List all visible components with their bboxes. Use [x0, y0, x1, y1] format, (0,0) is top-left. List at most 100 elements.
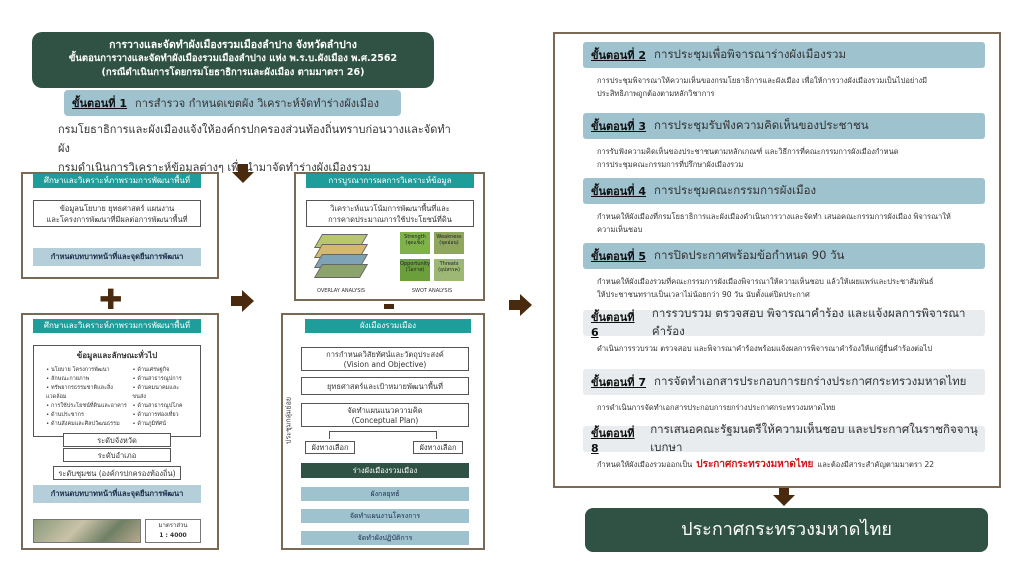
box-b-right-item: • ด้านสาธารณูปการ — [132, 376, 182, 382]
step-title: การประชุมเพื่อพิจารณาร่างผังเมืองรวม — [654, 47, 847, 61]
final-announcement-text: ประกาศกระทรวงมหาดไทย — [681, 519, 892, 540]
box-b-right-item: • ด้านภูมิทัศน์ — [132, 421, 166, 427]
step-title: การรวบรวม ตรวจสอบ พิจารณาคำร้อง และแจ้งผ… — [651, 306, 966, 338]
intro-arrow-shaft — [238, 164, 248, 172]
vertical-meeting-label: ประชุมกลุ่มย่อย — [284, 397, 293, 444]
mid-arrow-shaft — [384, 304, 394, 309]
box-b-item-columns: • นโยบาย โครงการพัฒนา• ลักษณะกายภาพ• ทรั… — [34, 362, 200, 429]
scale-box: มาตราส่วน 1 : 4000 — [145, 519, 201, 543]
step1-title: การสำรวจ กำหนดเขตผัง วิเคราะห์จัดทำร่างผ… — [135, 97, 380, 110]
box-b-left-item: • ด้านสังคมและศิลปวัฒนธรรม — [46, 421, 120, 427]
box-a-footer: กำหนดบทบาทหน้าที่และจุดยืนการพัฒนา — [33, 248, 201, 266]
step-tag-4: ขั้นตอนที่ 4 การประชุมคณะกรรมการผังเมือง — [583, 178, 985, 204]
box-b-left-item: • ด้านประชากร — [46, 412, 84, 418]
step-label: ขั้นตอนที่ 4 — [591, 185, 647, 198]
box-b-level-3: ระดับชุมชน (องค์กรปกครองท้องถิ่น) — [53, 466, 181, 480]
step-row-7: ขั้นตอนที่ 7 การจัดทำเอกสารประกอบการยกร่า… — [583, 369, 985, 414]
step-desc-line-1: กำหนดให้ผังเมืองที่กรมโยธาธิการและผังเมื… — [597, 212, 951, 221]
main-title-box: การวางและจัดทำผังเมืองรวมเมืองลำปาง จังห… — [32, 32, 434, 88]
mid-to-right-arrow-icon — [520, 294, 532, 316]
step-tag-7: ขั้นตอนที่ 7 การจัดทำเอกสารประกอบการยกร่า… — [583, 369, 985, 395]
swot-grid: Strength (จุดแข็ง) Weakness (จุดอ่อน) Op… — [400, 232, 466, 284]
box-b-right-column: • ด้านเศรษฐกิจ• ด้านสาธารณูปการ• ด้านคมน… — [132, 366, 192, 429]
step-desc-line-2: การประชุมคณะกรรมการที่ปรึกษาผังเมืองรวม — [597, 160, 744, 169]
box-b-right-item: • ด้านเศรษฐกิจ — [132, 367, 170, 373]
step-description: ดำเนินการรวบรวม ตรวจสอบ และพิจารณาคำร้อง… — [583, 336, 985, 355]
map-thumbnail — [33, 519, 141, 543]
step-description: กำหนดให้ผังเมืองรวมที่คณะกรรมการผังเมือง… — [583, 269, 985, 301]
vision-line-1: การกำหนดวิสัยทัศน์และวัตถุประสงค์ — [326, 350, 444, 359]
step-description: กำหนดให้ผังเมืองที่กรมโยธาธิการและผังเมื… — [583, 204, 985, 236]
mid-to-right-arrow-shaft — [509, 300, 520, 310]
step1-tag: ขั้นตอนที่ 1 การสำรวจ กำหนดเขตผัง วิเครา… — [64, 90, 401, 116]
title-line-3: (กรณีดำเนินการโดยกรมโยธาธิการและผังเมือง… — [101, 67, 365, 78]
alt-bracket — [329, 431, 437, 439]
box-b-level-2: ระดับอำเภอ — [63, 448, 171, 462]
intro-arrow-icon — [232, 172, 254, 183]
box-b-level-1: ระดับจังหวัด — [63, 433, 171, 447]
box-b-right-item: • ด้านสาธารณูปโภค — [132, 403, 183, 409]
box-b-left-column: • นโยบาย โครงการพัฒนา• ลักษณะกายภาพ• ทรั… — [46, 366, 132, 429]
step-desc-line-1: การดำเนินการจัดทำเอกสารประกอบการยกร่างปร… — [597, 403, 836, 412]
box-c-text-1: วิเคราะห์แนวโน้มการพัฒนาพื้นที่และ — [330, 204, 450, 213]
title-line-2: ขั้นตอนการวางและจัดทำผังเมืองรวมเมืองลำป… — [68, 53, 398, 64]
step-label: ขั้นตอนที่ 7 — [591, 376, 647, 389]
alt-plan-2: ผังทางเลือก — [413, 441, 463, 454]
box-b-info-box: ข้อมูลและลักษณะทั่วไป • นโยบาย โครงการพั… — [33, 345, 201, 437]
overlay-layers-icon — [312, 234, 370, 280]
box-a-text-1: ข้อมูลนโยบาย ยุทธศาสตร์ แผนงาน — [59, 204, 175, 213]
action-plan: จัดทำผังปฏิบัติการ — [301, 531, 469, 545]
box-a-frame: ศึกษาและวิเคราะห์ภาพรวมการพัฒนาพื้นที่ ข… — [21, 172, 219, 279]
box-b-left-item: • ทรัพยากรธรรมชาติและสิ่งแวดล้อม — [46, 385, 113, 400]
box-b-left-item: • การใช้ประโยชน์ที่ดินและอาคาร — [46, 403, 127, 409]
box-c-text-box: วิเคราะห์แนวโน้มการพัฒนาพื้นที่และ การคา… — [306, 200, 474, 227]
step-title: การจัดทำเอกสารประกอบการยกร่างประกาศกระทร… — [654, 374, 967, 388]
box-c-text-2: การคาดประมาณการใช้ประโยชน์ที่ดิน — [328, 215, 452, 224]
swot-caption: SWOT ANALYSIS — [411, 288, 453, 294]
box-b-footer: กำหนดบทบาทหน้าที่และจุดยืนการพัฒนา — [33, 485, 201, 503]
swot-weakness: Weakness (จุดอ่อน) — [434, 232, 464, 254]
box-b-frame: ศึกษาและวิเคราะห์ภาพรวมการพัฒนาพื้นที่ ข… — [21, 313, 219, 550]
step-tag-3: ขั้นตอนที่ 3 การประชุมรับฟังความคิดเห็นขอ… — [583, 113, 985, 139]
box-b-subheader: ข้อมูลและลักษณะทั่วไป — [76, 351, 158, 360]
step-description: กำหนดให้ผังเมืองรวมออกเป็นประกาศกระทรวงม… — [583, 452, 985, 471]
alt-plan-1: ผังทางเลือก — [305, 441, 355, 454]
box-d-header: ผังเมืองรวมเมือง — [305, 319, 471, 333]
step-title: การประชุมคณะกรรมการผังเมือง — [654, 183, 817, 197]
step-desc-lead: กำหนดให้ผังเมืองรวมออกเป็น — [597, 460, 693, 469]
step-desc-line-2: ความเห็นชอบ — [597, 225, 643, 234]
box-c-frame: การบูรณาการผลการวิเคราะห์ข้อมูล วิเคราะห… — [294, 172, 485, 301]
vision-box: การกำหนดวิสัยทัศน์และวัตถุประสงค์ (Visio… — [301, 347, 469, 371]
box-b-left-item: • นโยบาย โครงการพัฒนา — [46, 367, 110, 373]
strategy-box: ยุทธศาสตร์และเป้าหมายพัฒนาพื้นที่ — [301, 377, 469, 395]
concept-line-2: (Conceptual Plan) — [351, 416, 419, 425]
step-label: ขั้นตอนที่ 3 — [591, 120, 647, 133]
step-title: การประชุมรับฟังความคิดเห็นของประชาชน — [654, 118, 869, 132]
step-desc-tail: และต้องมีสาระสำคัญตามมาตรา 22 — [817, 460, 935, 469]
final-arrow-shaft — [779, 488, 789, 496]
plus-icon: ✚ — [99, 283, 123, 316]
intro-line-1: กรมโยธาธิการและผังเมืองแจ้งให้องค์กรปกคร… — [58, 123, 451, 155]
scale-label: มาตราส่วน — [158, 522, 188, 529]
concept-box: จัดทำแผนแนวความคิด (Conceptual Plan) — [301, 403, 469, 427]
box-b-header: ศึกษาและวิเคราะห์ภาพรวมการพัฒนาพื้นที่ — [33, 319, 201, 333]
step-desc-highlight: ประกาศกระทรวงมหาดไทย — [696, 459, 814, 470]
draft-plan: ร่างผังเมืองรวมเมือง — [301, 463, 469, 478]
step-title: การปิดประกาศพร้อมข้อกำหนด 90 วัน — [654, 248, 845, 262]
step-row-4: ขั้นตอนที่ 4 การประชุมคณะกรรมการผังเมืองก… — [583, 178, 985, 236]
box-a-text-2: และโครงการพัฒนาที่มีผลต่อการพัฒนาพื้นที่ — [46, 215, 188, 224]
step-desc-line-2: ให้ประชาชนทราบเป็นเวลาไม่น้อยกว่า 90 วัน… — [597, 290, 810, 299]
step-row-3: ขั้นตอนที่ 3 การประชุมรับฟังความคิดเห็นขอ… — [583, 113, 985, 171]
scale-value: 1 : 4000 — [159, 532, 187, 539]
step-desc-line-1: การประชุมพิจารณาให้ความเห็นของกรมโยธาธิก… — [597, 76, 928, 85]
project-plan: จัดทำแผนงานโครงการ — [301, 509, 469, 523]
step1-label: ขั้นตอนที่ 1 — [72, 97, 128, 110]
